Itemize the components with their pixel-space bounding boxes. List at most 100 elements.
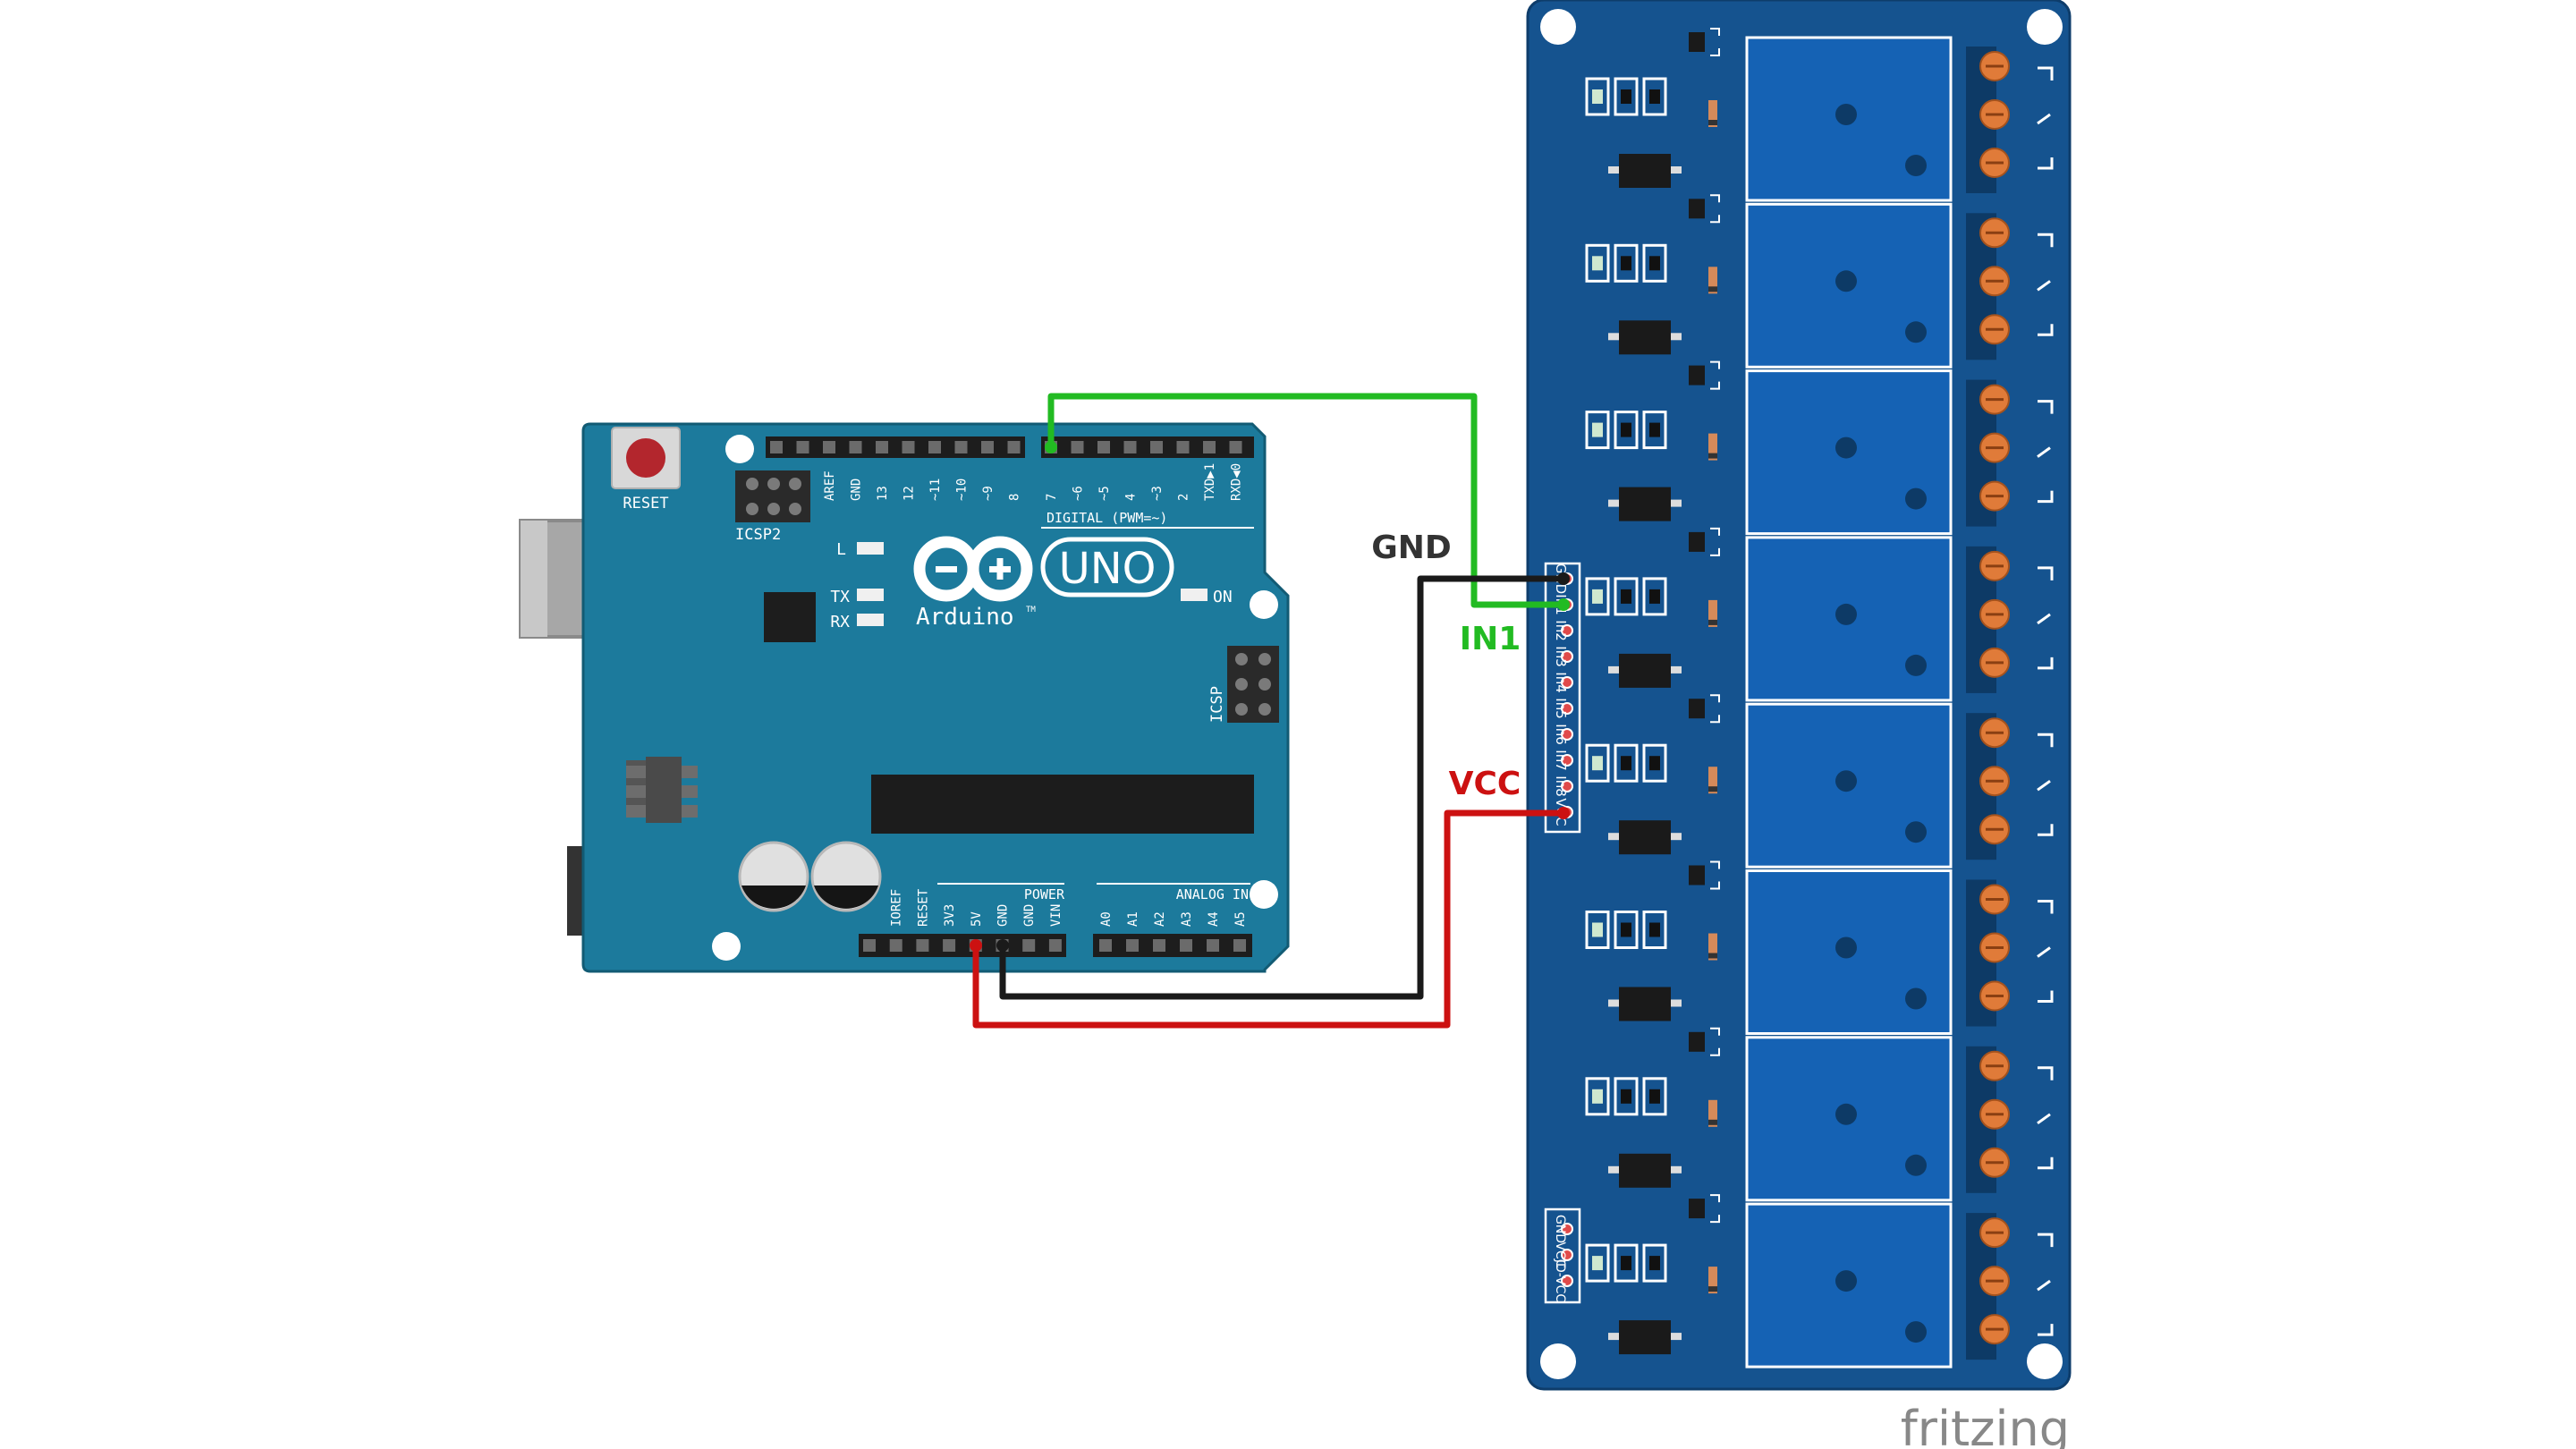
resistor	[1649, 922, 1660, 937]
resistor	[1649, 756, 1660, 771]
header-pin[interactable]	[1207, 939, 1219, 952]
header-pin[interactable]	[943, 939, 956, 952]
jd-pin[interactable]	[1561, 1223, 1573, 1235]
input-pin[interactable]	[1561, 650, 1573, 663]
resistor	[1621, 589, 1631, 604]
digital-pin-label: 13	[876, 486, 890, 501]
header-pin[interactable]	[981, 441, 994, 453]
header-pin[interactable]	[1007, 441, 1021, 453]
resistor-frame	[1614, 577, 1639, 616]
resistor-frame	[1642, 577, 1667, 616]
digital-pin-label: RXD◀0	[1230, 463, 1244, 501]
header-pin[interactable]	[1180, 939, 1192, 952]
analog-pin-label: A3	[1180, 911, 1194, 927]
optocoupler-lead	[1608, 1333, 1619, 1341]
wire-in1[interactable]	[1047, 393, 1563, 608]
header-pin[interactable]	[876, 441, 888, 453]
diode-band	[1708, 1119, 1717, 1125]
header-pin[interactable]	[1123, 441, 1137, 453]
wire-vcc[interactable]	[972, 809, 1563, 1029]
header-pin[interactable]	[796, 441, 809, 453]
wires	[970, 393, 1570, 1029]
header-pin[interactable]	[916, 939, 929, 952]
diode	[1708, 267, 1717, 294]
relay-coil-dot	[1905, 821, 1927, 843]
header-pin[interactable]	[1048, 939, 1062, 952]
jd-pin-label: GND	[1553, 1215, 1567, 1243]
optocoupler	[1619, 820, 1671, 855]
input-pin[interactable]	[1561, 728, 1573, 741]
power-pin-label: 5V	[970, 911, 984, 927]
resistor-frame	[1642, 243, 1667, 283]
led-frame	[1585, 577, 1610, 616]
analog-pin-label: A2	[1153, 911, 1167, 927]
resistor-frame	[1642, 1077, 1667, 1116]
header-pin[interactable]	[1203, 441, 1216, 453]
input-pin[interactable]	[1561, 780, 1573, 792]
wire-label-vcc: VCC	[1449, 766, 1521, 802]
resistor	[1621, 422, 1631, 437]
mount-hole	[725, 435, 754, 463]
jd-pin-label: JD-VCC	[1553, 1258, 1567, 1302]
relay-channel	[1585, 860, 2054, 1035]
wire-gnd[interactable]	[999, 575, 1563, 1000]
header-pin[interactable]	[1022, 939, 1036, 952]
header-pin[interactable]	[954, 441, 968, 453]
header-pin[interactable]	[1229, 441, 1242, 453]
header-pin[interactable]	[1153, 939, 1165, 952]
header-pin[interactable]	[1097, 441, 1110, 453]
relay-coil-dot	[1835, 770, 1857, 792]
header-pin[interactable]	[1099, 939, 1112, 952]
header-pin[interactable]	[1150, 441, 1163, 453]
optocoupler-lead	[1671, 1333, 1682, 1341]
transistor-mark	[1710, 694, 1720, 724]
mount-hole	[1540, 9, 1576, 45]
analog-header	[1093, 934, 1252, 957]
header-pin[interactable]	[902, 441, 915, 453]
header-pin[interactable]	[823, 441, 835, 453]
header-pin[interactable]	[770, 441, 783, 453]
header-pin[interactable]	[863, 939, 876, 952]
resistor-frame	[1614, 77, 1639, 116]
relay-coil-dot	[1905, 987, 1927, 1010]
led-frame	[1585, 743, 1610, 783]
input-pin[interactable]	[1561, 754, 1573, 767]
input-pin[interactable]	[1561, 702, 1573, 715]
resistor-frame	[1642, 743, 1667, 783]
transistor	[1689, 1031, 1705, 1052]
header-pin[interactable]	[1071, 441, 1084, 453]
relay-channel	[1585, 1194, 2054, 1368]
digital-pin-label: ~10	[955, 479, 970, 501]
input-pin[interactable]	[1561, 676, 1573, 689]
header-pin[interactable]	[1233, 939, 1246, 952]
icsp-pin	[1235, 653, 1248, 665]
diode	[1708, 433, 1717, 461]
input-pin-label: In8	[1553, 775, 1569, 796]
microcontroller-chip	[871, 775, 1254, 834]
optocoupler-lead	[1608, 833, 1619, 841]
relay-coil-dot	[1835, 1270, 1857, 1292]
jd-pin[interactable]	[1561, 1249, 1573, 1261]
digital-pin-label: 8	[1008, 494, 1022, 501]
transistor	[1689, 32, 1705, 52]
header-pin[interactable]	[849, 441, 862, 453]
transistor-mark	[1710, 360, 1720, 390]
optocoupler	[1619, 1320, 1671, 1355]
header-pin[interactable]	[889, 939, 902, 952]
header-pin[interactable]	[928, 441, 941, 453]
resistor	[1649, 1256, 1660, 1271]
diode-band	[1708, 286, 1717, 292]
digital-pin-label: ~6	[1072, 486, 1086, 501]
jd-pin[interactable]	[1561, 1275, 1573, 1287]
relay-coil-dot	[1835, 1103, 1857, 1125]
mount-hole	[1250, 590, 1278, 619]
mount-hole	[1250, 880, 1278, 909]
header-pin[interactable]	[1176, 441, 1190, 453]
terminal-mark	[2037, 280, 2051, 292]
header-pin[interactable]	[1126, 939, 1139, 952]
reset-button-cap[interactable]	[626, 438, 665, 478]
input-pin[interactable]	[1561, 624, 1573, 637]
power-pin-label: 3V3	[943, 904, 957, 927]
transistor	[1689, 699, 1705, 719]
